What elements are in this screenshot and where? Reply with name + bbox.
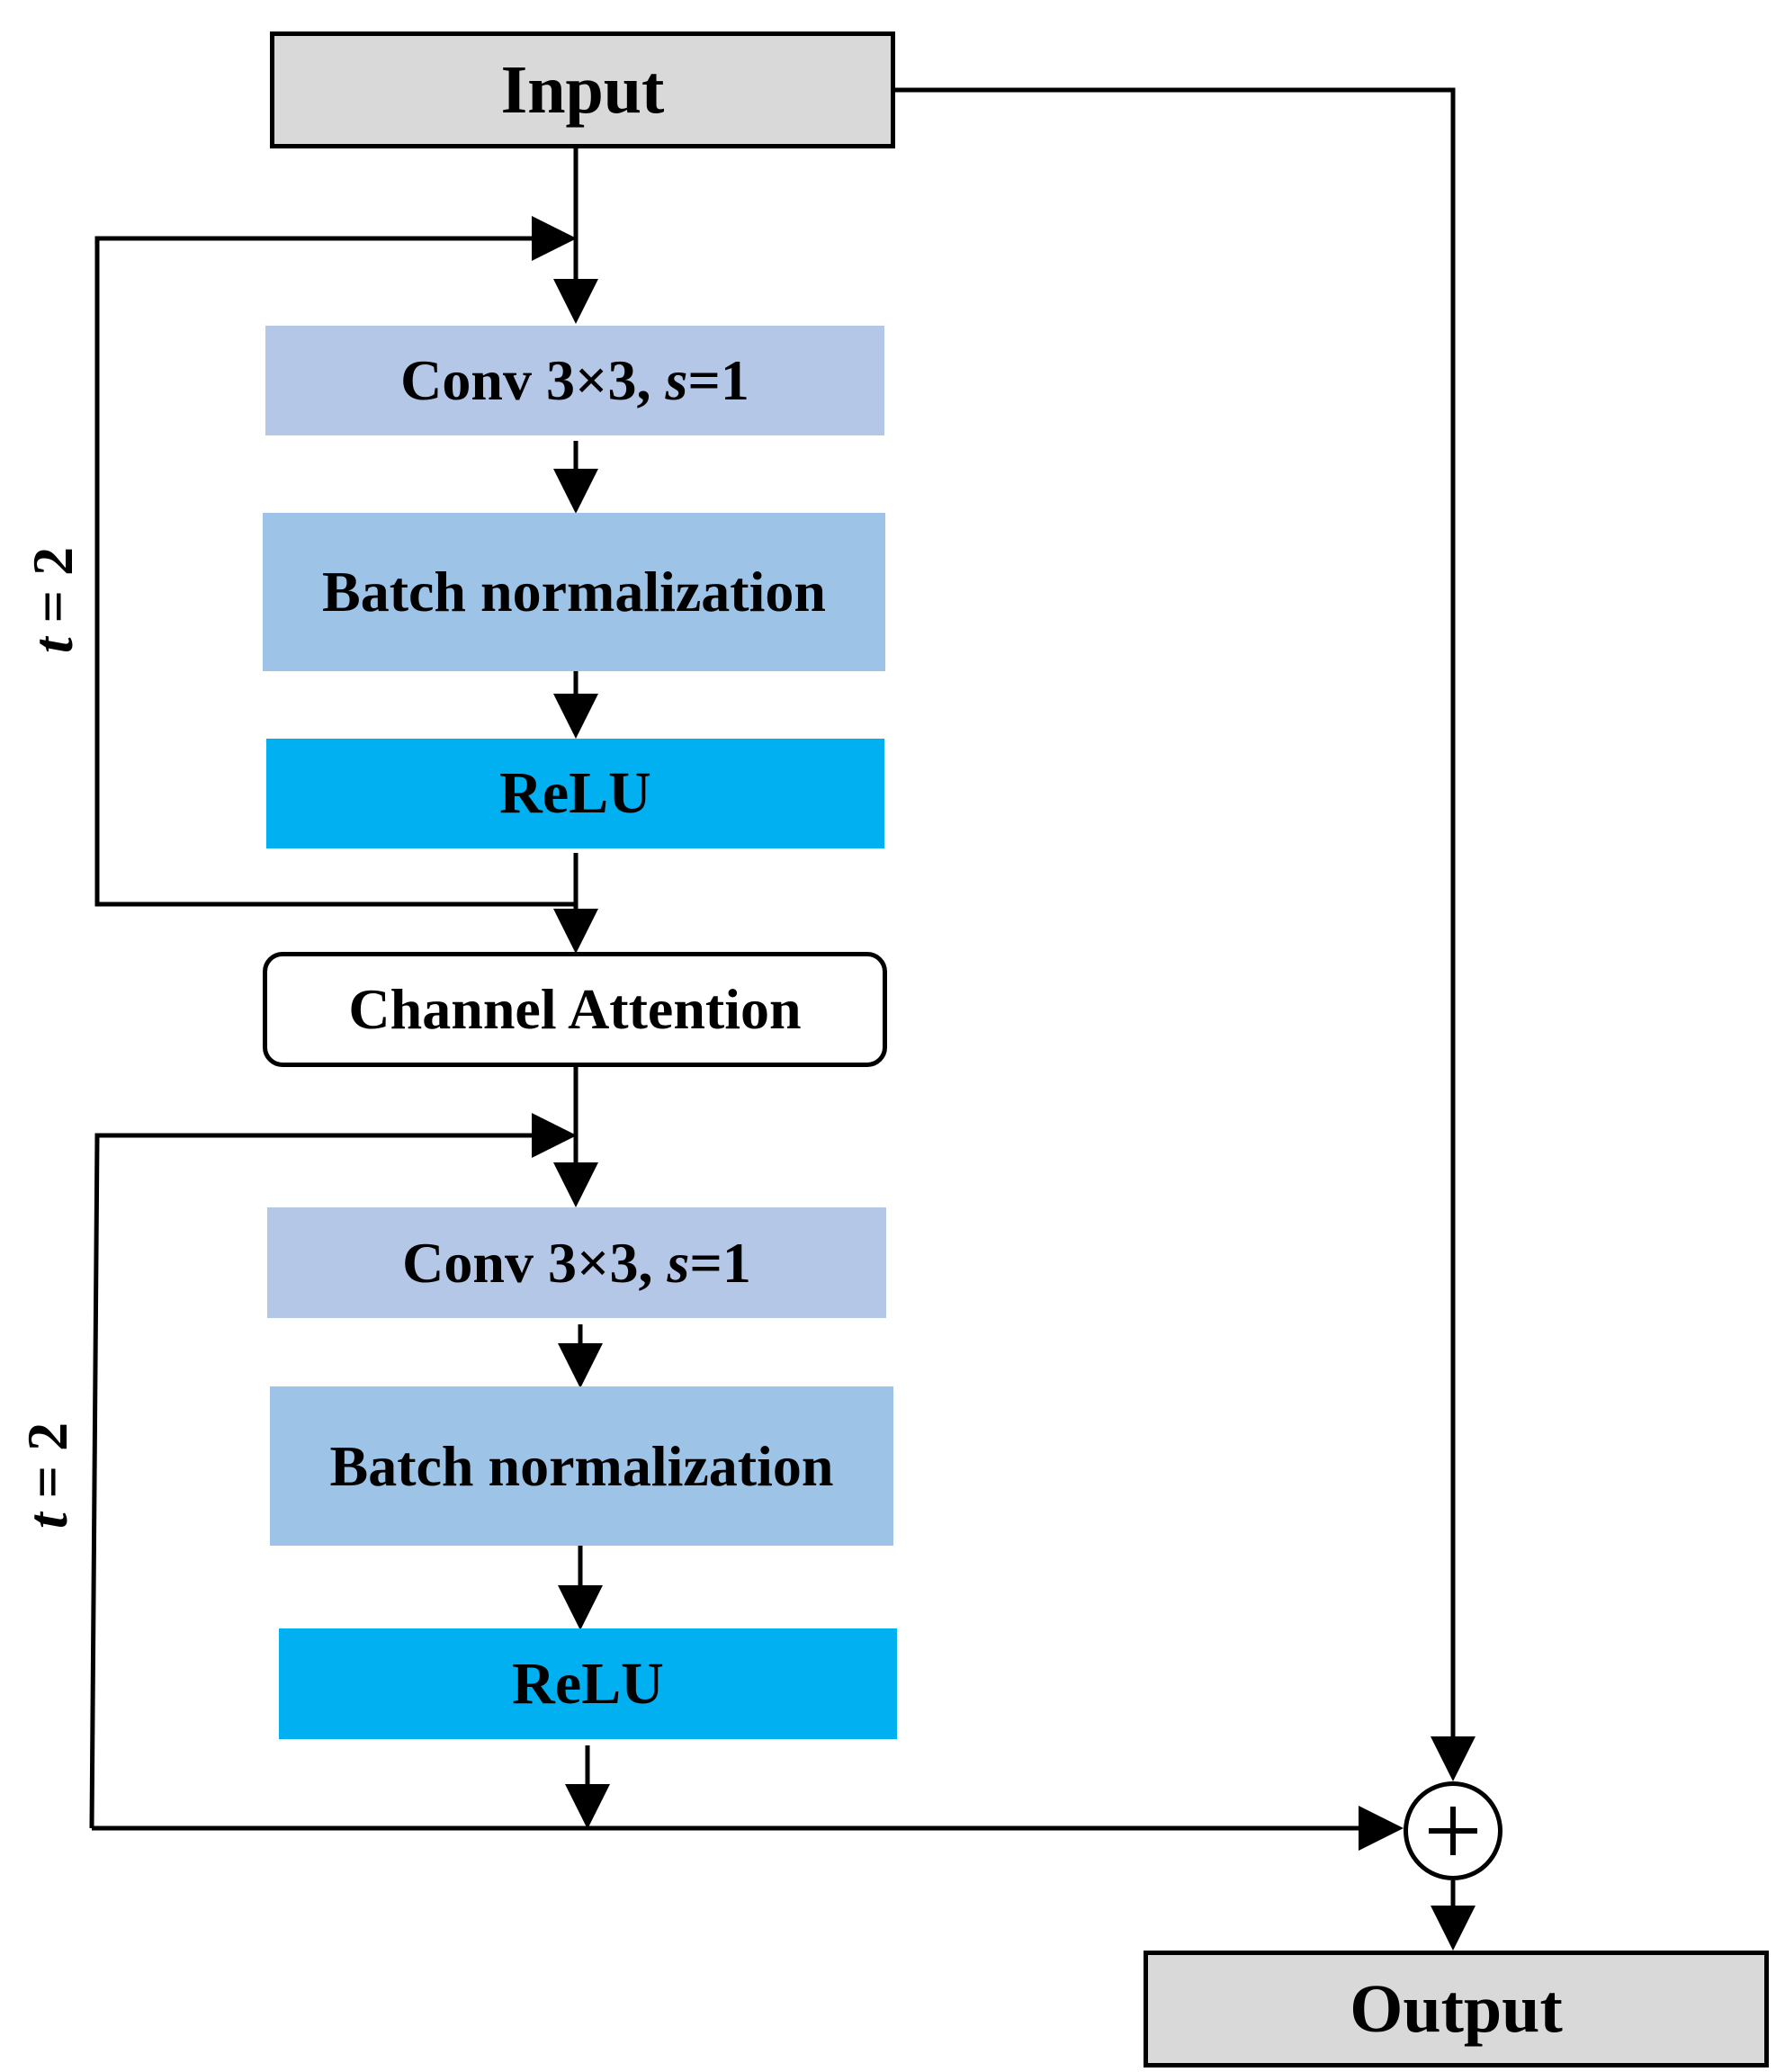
batch-norm-block-2: Batch normalization — [270, 1386, 893, 1546]
loop-count-label-2: t = 2 — [15, 1422, 79, 1529]
relu-label-2: ReLU — [512, 1650, 664, 1717]
recurrent-loop-1 — [94, 236, 576, 907]
relu-block-2: ReLU — [279, 1628, 897, 1739]
channel-attention-label: Channel Attention — [348, 977, 802, 1041]
output-label: Output — [1350, 1970, 1563, 2047]
conv-label-1: Conv 3×3, s=1 — [400, 348, 749, 412]
output-box: Output — [1144, 1951, 1769, 2068]
batch-norm-label-1: Batch normalization — [322, 560, 826, 623]
batch-norm-block-1: Batch normalization — [263, 513, 885, 671]
recurrent-loop-2 — [89, 1133, 544, 1829]
sum-operator — [1404, 1781, 1502, 1880]
channel-attention-box: Channel Attention — [263, 952, 887, 1067]
input-label: Input — [500, 51, 665, 128]
relu-label-1: ReLU — [499, 760, 651, 826]
batch-norm-label-2: Batch normalization — [329, 1433, 834, 1498]
conv-label-2: Conv 3×3, s=1 — [402, 1230, 751, 1295]
conv-block-2: Conv 3×3, s=1 — [267, 1207, 886, 1318]
skip-connection — [895, 87, 1456, 1777]
loop-count-label-1: t = 2 — [21, 546, 85, 654]
conv-block-1: Conv 3×3, s=1 — [265, 326, 884, 435]
input-box: Input — [270, 31, 895, 148]
plus-icon — [1429, 1807, 1477, 1855]
relu-block-1: ReLU — [266, 739, 884, 848]
